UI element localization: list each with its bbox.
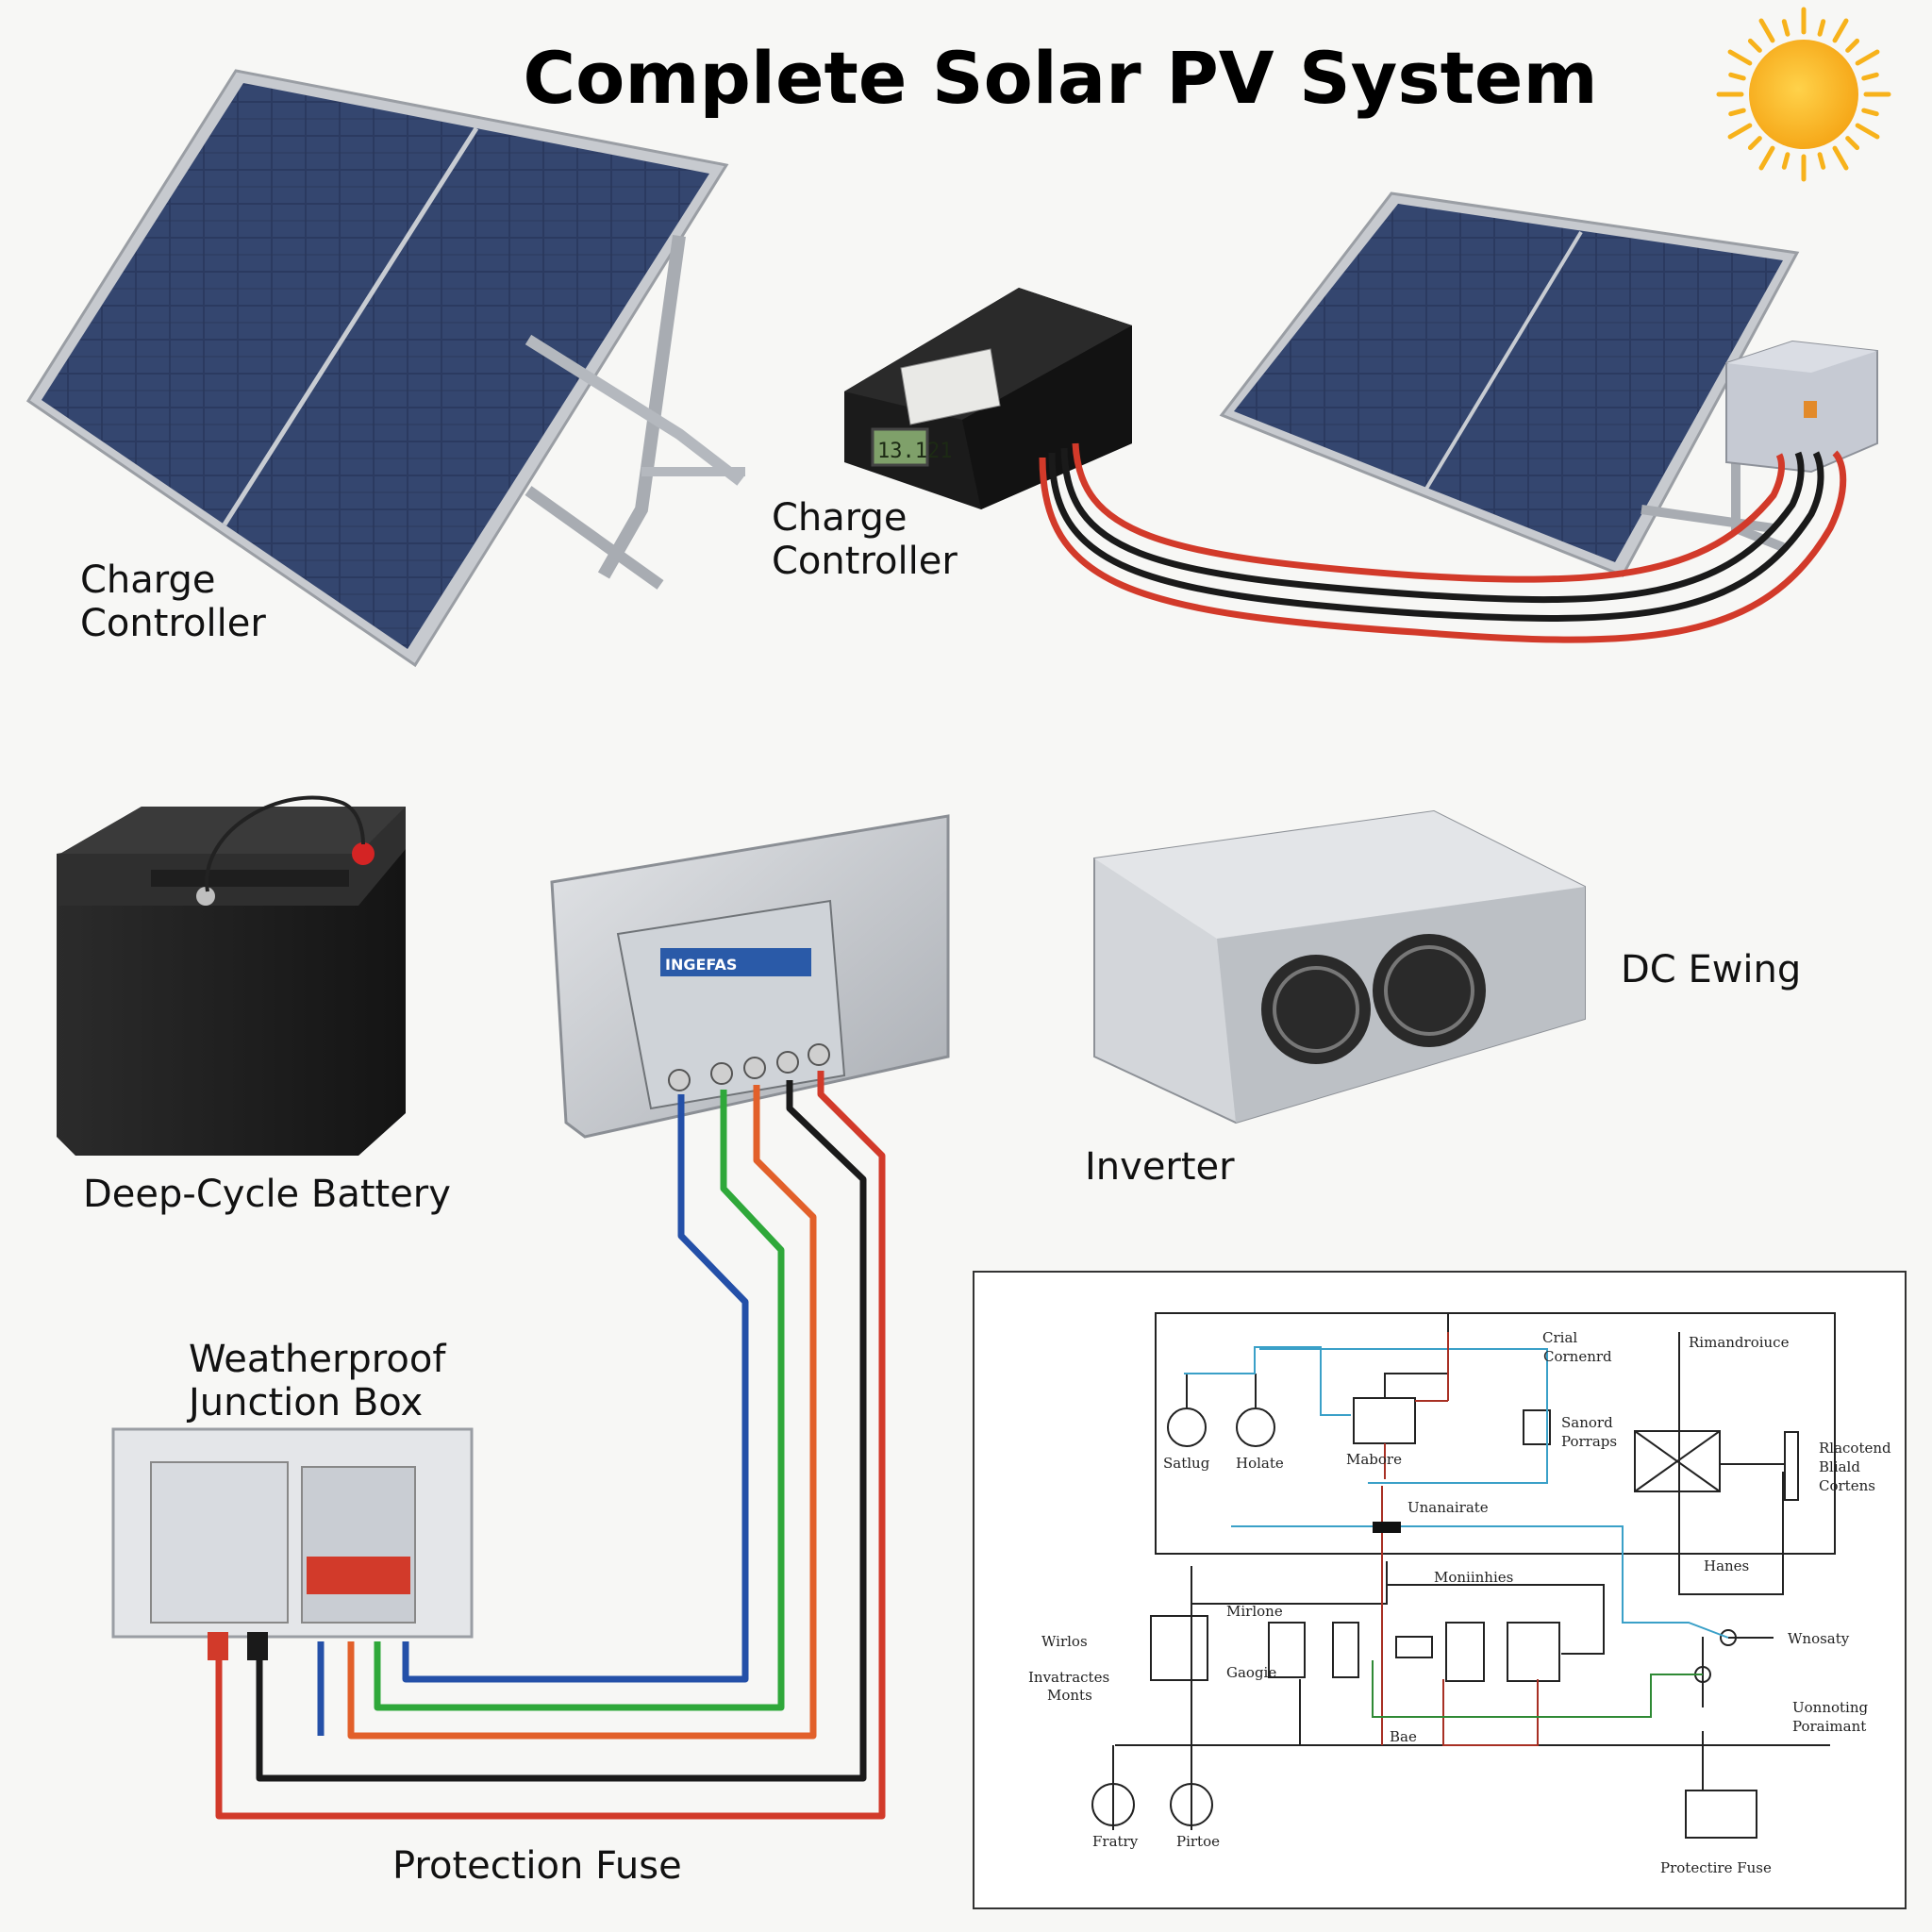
- sun-ray: [1781, 152, 1790, 170]
- label-charge-controller-left: Charge Controller: [80, 558, 266, 645]
- sun-ray: [1861, 108, 1879, 117]
- schem-wnosaty: Wnosaty: [1788, 1630, 1850, 1647]
- schem-mirlone: Mirlone: [1226, 1603, 1283, 1620]
- schem-bae: Bae: [1390, 1728, 1417, 1745]
- sun-ray: [1817, 152, 1826, 170]
- sun-ray: [1861, 72, 1879, 81]
- panel-junction-box: [1725, 340, 1878, 474]
- solar-panel-right: [1219, 192, 1800, 577]
- sun-ray: [1728, 72, 1746, 81]
- schem-porraps: Porraps: [1561, 1433, 1617, 1450]
- schem-uranairate: Unanairate: [1407, 1499, 1489, 1516]
- charge-controller-device: 13.121: [844, 288, 1132, 509]
- schem-satlug: Satlug: [1163, 1455, 1210, 1472]
- schem-wirlos: Wirlos: [1041, 1633, 1088, 1650]
- weatherproof-junction-box: [111, 1427, 474, 1660]
- panel-to-box-wires: [215, 1071, 886, 1820]
- schem-moniinhies: Moniinhies: [1434, 1569, 1513, 1586]
- schem-bliald: Bliald: [1819, 1458, 1860, 1475]
- label-inverter: Inverter: [1085, 1145, 1235, 1189]
- label-line: Controller: [772, 540, 958, 583]
- label-charge-controller-center: Charge Controller: [772, 496, 958, 583]
- sun-ray: [1758, 145, 1775, 171]
- page-title: Complete Solar PV System: [523, 36, 1598, 120]
- sun-ray: [1727, 123, 1753, 140]
- wiring-schematic: Crial Cornenrd Rimandroiuce Satlug Holat…: [973, 1271, 1907, 1909]
- sun-ray: [1832, 145, 1849, 171]
- label-line: Junction Box: [189, 1381, 424, 1424]
- schem-mabore: Mabore: [1346, 1451, 1402, 1468]
- label-dc-ewing: DC Ewing: [1621, 948, 1802, 991]
- inverter-device: [1093, 809, 1586, 1124]
- schem-sanord: Sanord: [1561, 1414, 1613, 1431]
- schem-invatractes: Invatractes: [1028, 1669, 1109, 1686]
- breaker-brand-text: INGEFAS: [665, 956, 737, 974]
- controller-display-text: 13.121: [877, 440, 952, 463]
- sun-ray: [1747, 136, 1762, 151]
- sun-ray: [1845, 136, 1860, 151]
- schem-cornenrd: Cornenrd: [1543, 1348, 1612, 1365]
- deep-cycle-battery: [57, 795, 406, 1156]
- sun-ray: [1747, 38, 1762, 53]
- sun-ray: [1832, 18, 1849, 43]
- sun-ray: [1845, 38, 1860, 53]
- breaker-panel: INGEFAS: [550, 814, 950, 1139]
- sun-ray: [1727, 49, 1753, 66]
- label-protection-fuse: Protection Fuse: [392, 1844, 682, 1888]
- schem-fratry: Fratry: [1092, 1833, 1139, 1850]
- sun-icon: [1716, 7, 1891, 182]
- schem-holate: Holate: [1236, 1455, 1284, 1472]
- label-junction-box: Weatherproof Junction Box: [189, 1338, 445, 1424]
- label-deep-cycle-battery: Deep-Cycle Battery: [83, 1173, 451, 1216]
- sun-ray: [1855, 123, 1880, 140]
- schem-monts: Monts: [1047, 1687, 1092, 1704]
- sun-ray: [1728, 108, 1746, 117]
- sun-ray: [1817, 19, 1826, 37]
- label-line: Weatherproof: [189, 1338, 446, 1381]
- schem-pirtoe: Pirtoe: [1176, 1833, 1220, 1850]
- schem-poraimant: Poraimant: [1792, 1718, 1866, 1735]
- sun-ray: [1758, 18, 1775, 43]
- sun-ray: [1855, 49, 1880, 66]
- solar-panel-left: [25, 69, 745, 668]
- schem-hanes: Hanes: [1704, 1557, 1749, 1574]
- schem-uonnoting: Uonnoting: [1792, 1699, 1869, 1716]
- schem-cortens: Cortens: [1819, 1477, 1875, 1494]
- schem-rimandroiuce: Rimandroiuce: [1689, 1334, 1790, 1351]
- label-line: Controller: [80, 602, 266, 645]
- controller-cables: [1039, 442, 1847, 643]
- schem-protectire-fuse: Protectire Fuse: [1660, 1859, 1772, 1876]
- schem-rlacotend: Rlacotend: [1819, 1440, 1891, 1457]
- label-line: Charge: [772, 496, 908, 540]
- schem-gaogie: Gaogie: [1226, 1664, 1276, 1681]
- label-line: Charge: [80, 558, 216, 602]
- sun-ray: [1781, 19, 1790, 37]
- schem-crial: Crial: [1542, 1329, 1577, 1346]
